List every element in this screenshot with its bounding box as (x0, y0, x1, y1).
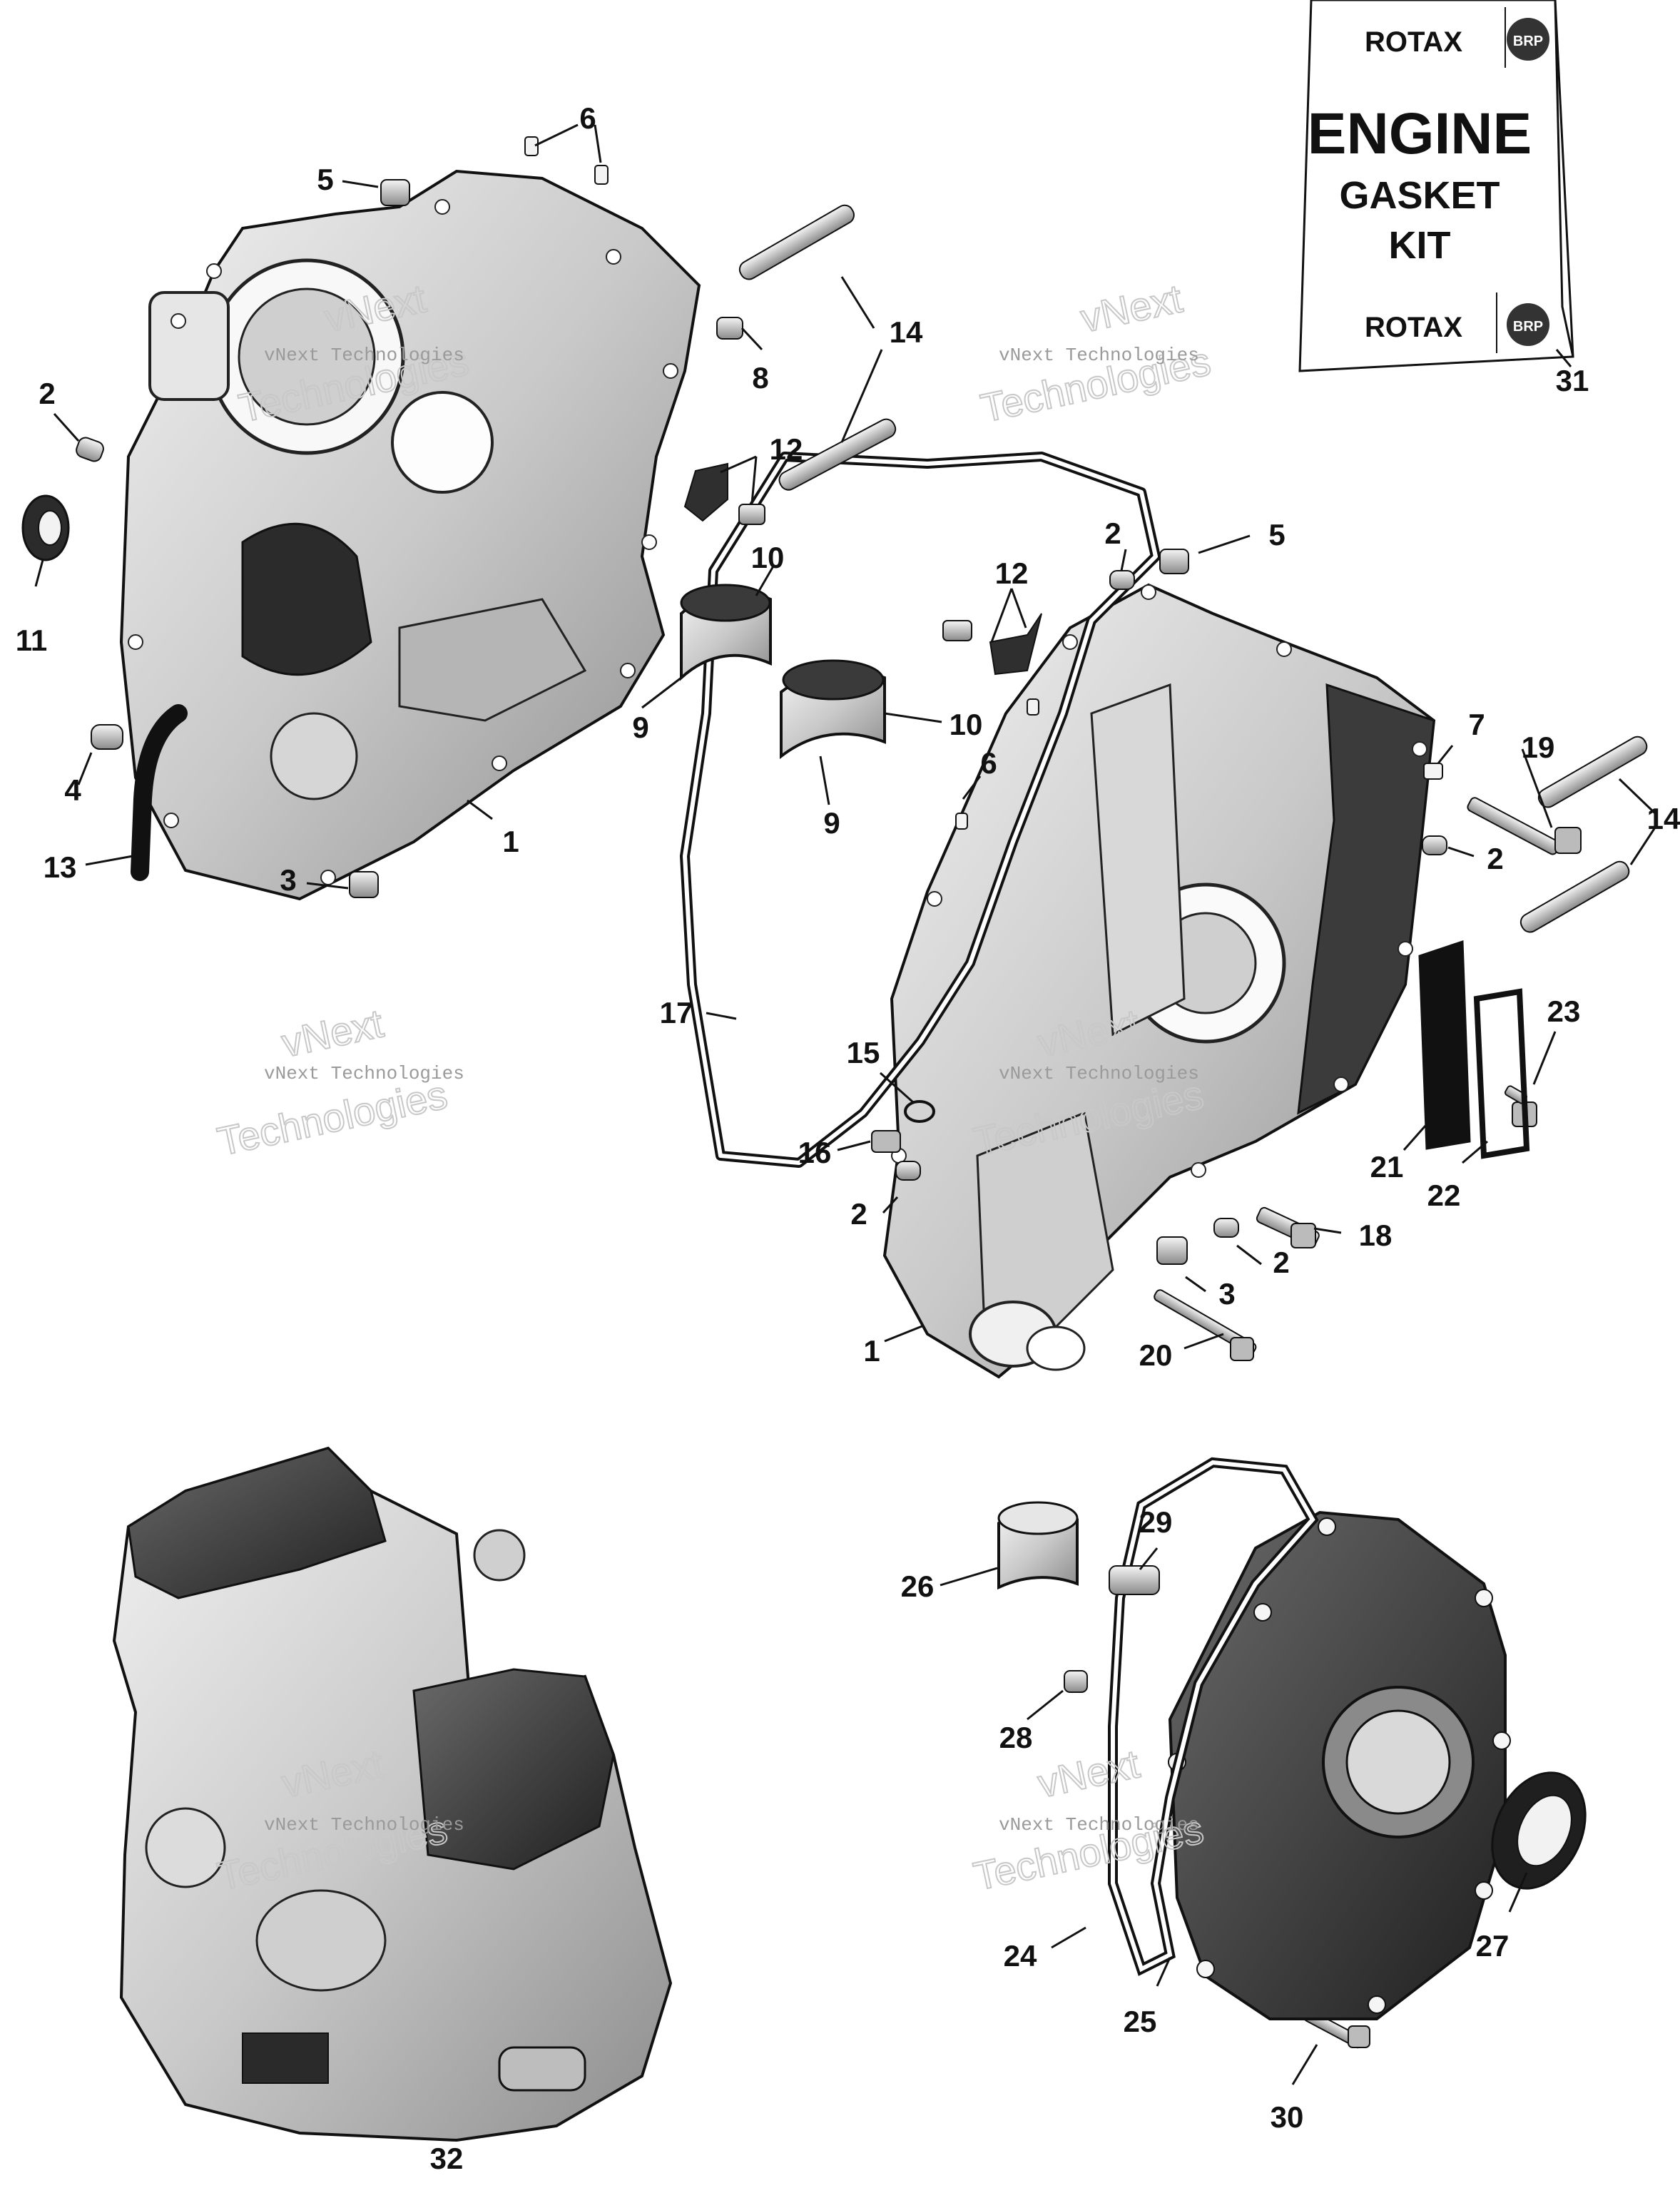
plain-bearing-lower (780, 659, 886, 760)
part-label-15: 15 (847, 1036, 880, 1069)
part-label-4: 4 (64, 773, 81, 807)
bolts (871, 797, 1582, 2049)
brp-mark: BRP (1513, 319, 1543, 335)
part-label-9: 9 (632, 711, 648, 744)
kit-title-gasket: GASKET (1339, 174, 1500, 217)
cover-gasket-inner (1111, 1460, 1315, 1973)
leader-lines (34, 123, 1656, 2085)
watermark-text: vNext (278, 1000, 387, 1065)
watermark-text: vNext Technologies (264, 1814, 464, 1836)
part-label-2: 2 (39, 377, 55, 410)
watermark-text: vNext (1034, 1741, 1144, 1806)
part-label-14: 14 (890, 315, 923, 349)
part-label-2: 2 (850, 1197, 867, 1231)
part-label-5: 5 (317, 163, 333, 196)
watermark-text: vNext Technologies (264, 345, 464, 366)
part-label-1: 1 (502, 825, 519, 858)
part-label-25: 25 (1124, 2005, 1157, 2038)
watermark-text: vNext Technologies (999, 345, 1199, 366)
part-label-13: 13 (44, 850, 77, 884)
part-label-8: 8 (752, 361, 768, 395)
complete-engine (112, 1446, 673, 2142)
part-label-6: 6 (579, 101, 596, 135)
part-label-10: 10 (751, 541, 785, 574)
part-label-10: 10 (950, 708, 983, 741)
plug-screw (1109, 1565, 1160, 1595)
part-label-7: 7 (1468, 708, 1485, 741)
kit-title-engine: ENGINE (1308, 101, 1532, 166)
breather-hose (131, 704, 188, 881)
part-label-24: 24 (1004, 1939, 1037, 1973)
part-label-9: 9 (823, 806, 840, 840)
part-callouts: 1 1 2 2 2 2 2 3 3 4 5 5 6 6 7 8 9 9 10 1… (16, 101, 1680, 2175)
part-label-14: 14 (1647, 802, 1680, 835)
part-label-26: 26 (901, 1569, 935, 1603)
part-label-19: 19 (1522, 731, 1555, 764)
retaining-plates (683, 462, 1042, 676)
part-label-2: 2 (1104, 517, 1121, 550)
part-label-28: 28 (999, 1721, 1033, 1754)
part-label-3: 3 (280, 863, 296, 897)
watermark-text: vNext (1076, 275, 1186, 340)
rotax-brand-bottom: ROTAX (1365, 312, 1462, 343)
brp-mark: BRP (1513, 34, 1543, 49)
part-label-30: 30 (1271, 2100, 1304, 2134)
part-label-3: 3 (1218, 1277, 1235, 1311)
part-label-18: 18 (1359, 1218, 1393, 1252)
brp-logo-icon (1507, 303, 1549, 346)
cover-gasket-black (1418, 940, 1471, 1150)
dowel-pins (76, 437, 1447, 1238)
part-label-27: 27 (1476, 1929, 1510, 1963)
oil-seal-right (1491, 1771, 1587, 1890)
crankcase-half-right (882, 583, 1436, 1379)
small-sleeve (1064, 1670, 1088, 1693)
kit-title-kit: KIT (1389, 224, 1451, 267)
part-label-1: 1 (863, 1334, 880, 1368)
bushing (997, 1501, 1079, 1590)
gasket-kit-box: BRP BRP ROTAX ROTAX ENGINE GASKET KIT (1298, 0, 1574, 372)
part-label-11: 11 (16, 624, 47, 657)
oil-seal-left (21, 494, 70, 561)
watermark-text: Technologies (213, 1072, 451, 1164)
o-ring (904, 1100, 935, 1123)
watermark-text: vNext Technologies (999, 1063, 1199, 1084)
part-label-2: 2 (1487, 842, 1503, 875)
cover-gasket-outline (1473, 988, 1530, 1159)
watermark-text: vNext Technologies (264, 1063, 464, 1084)
part-label-22: 22 (1427, 1179, 1461, 1212)
part-label-32: 32 (430, 2142, 464, 2175)
small-pins (524, 136, 1443, 830)
rotax-brand-top: ROTAX (1365, 26, 1462, 58)
part-label-2: 2 (1273, 1246, 1289, 1279)
part-label-23: 23 (1547, 994, 1581, 1028)
part-label-29: 29 (1139, 1505, 1173, 1539)
part-label-16: 16 (798, 1136, 832, 1169)
part-label-6: 6 (980, 746, 997, 780)
part-label-20: 20 (1139, 1338, 1173, 1372)
part-label-5: 5 (1268, 518, 1285, 551)
part-label-21: 21 (1370, 1150, 1404, 1184)
part-label-17: 17 (660, 996, 693, 1029)
part-label-12: 12 (995, 556, 1029, 590)
watermark-text: vNext Technologies (999, 1814, 1199, 1836)
brp-logo-icon (1507, 18, 1549, 61)
crankcase-half-left (119, 169, 701, 901)
long-studs (738, 204, 1648, 933)
part-label-12: 12 (770, 432, 803, 466)
sleeves (91, 179, 1189, 1265)
crankcase-gasket (680, 452, 1161, 1168)
part-label-31: 31 (1556, 364, 1589, 397)
crankcase-cover (1168, 1510, 1511, 2020)
plain-bearing-upper (680, 584, 772, 681)
